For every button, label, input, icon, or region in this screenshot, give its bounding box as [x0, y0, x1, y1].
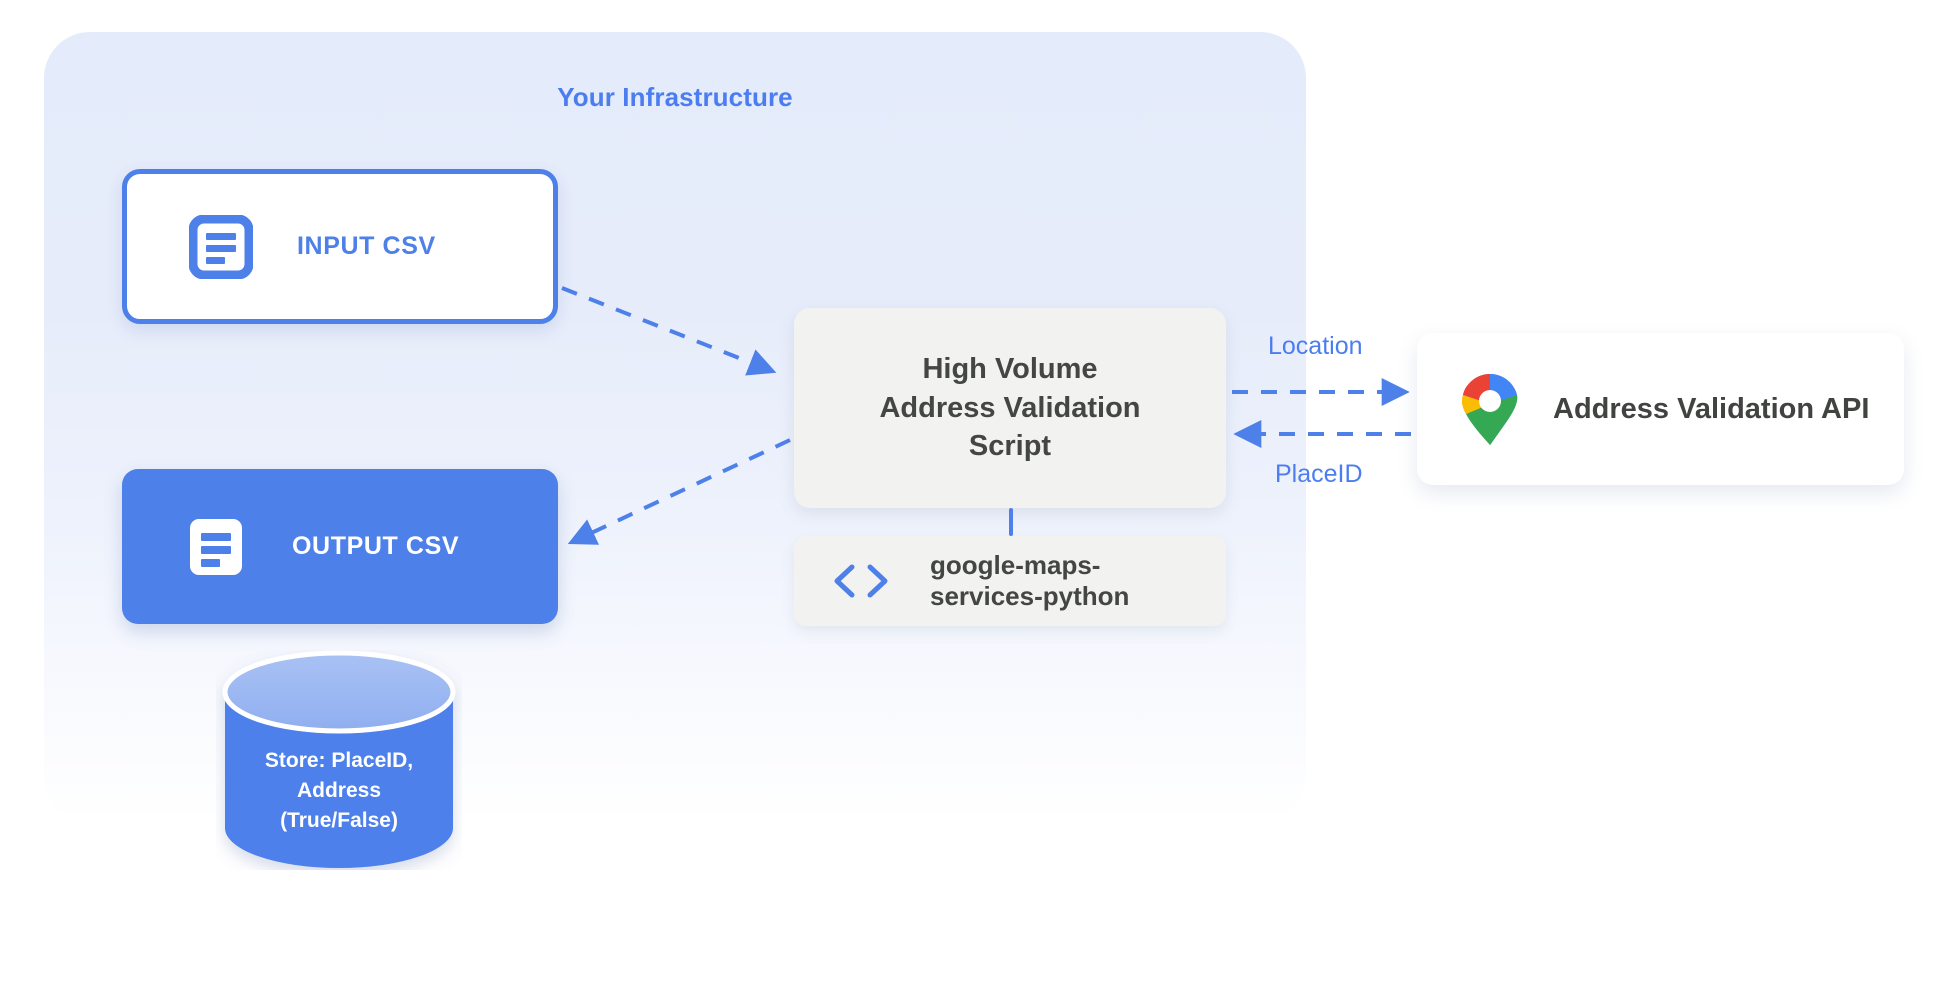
script-line-2: Address Validation — [879, 391, 1141, 424]
document-icon — [190, 518, 242, 575]
code-brackets-icon — [834, 564, 888, 598]
page-title: Your Infrastructure — [557, 82, 793, 112]
node-validation-script[interactable]: High Volume Address Validation Script — [794, 308, 1226, 508]
node-database[interactable]: Store: PlaceID, Address (True/False) — [216, 650, 462, 870]
node-input-csv[interactable]: INPUT CSV — [122, 169, 558, 324]
node-output-csv[interactable]: OUTPUT CSV — [122, 469, 558, 624]
library-line-1: google-maps- — [930, 549, 1101, 580]
google-maps-pin-icon — [1462, 374, 1518, 445]
edge-label-placeid: PlaceID — [1275, 460, 1363, 488]
script-line-3: Script — [968, 430, 1052, 463]
library-line-2: services-python — [930, 581, 1130, 611]
database-cylinder-icon — [222, 650, 456, 868]
node-output-csv-label: OUTPUT CSV — [292, 532, 460, 560]
node-client-library[interactable]: google-maps- services-python — [794, 536, 1226, 626]
edge-label-location: Location — [1268, 332, 1363, 360]
node-address-validation-api[interactable]: Address Validation API — [1417, 333, 1904, 485]
node-address-validation-api-label: Address Validation API — [1553, 392, 1870, 425]
node-client-library-label: google-maps- services-python — [930, 550, 1129, 612]
document-icon — [189, 214, 253, 279]
script-line-1: High Volume — [922, 353, 1098, 386]
script-library-connector — [1009, 508, 1013, 536]
node-input-csv-label: INPUT CSV — [297, 232, 436, 260]
